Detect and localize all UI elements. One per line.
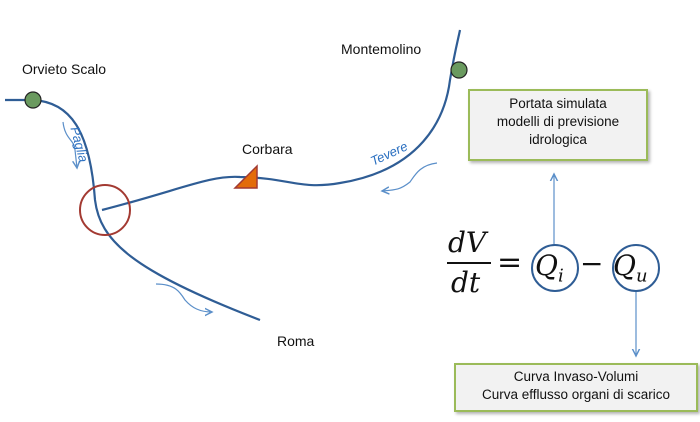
inflow-box-line: Portata simulata (509, 96, 607, 111)
tevere-flow-arrow-icon (382, 162, 438, 191)
outflow-subscript: u (635, 265, 648, 287)
roma-label: Roma (277, 333, 315, 349)
outflow-info-box: Curva Invaso-Volumi Curva efflusso organ… (454, 363, 698, 412)
inflow-circle (531, 244, 579, 292)
outflow-box-line: Curva Invaso-Volumi (513, 369, 639, 384)
inflow-box-line: idrologica (529, 132, 587, 147)
inflow-subscript: i (557, 265, 564, 287)
orvieto-station-icon (24, 91, 42, 109)
inflow-box-line: modelli di previsione (496, 114, 620, 129)
equation-inflow: Qi (535, 249, 564, 287)
orvieto-scalo-label: Orvieto Scalo (22, 61, 107, 77)
corbara-dam-icon (233, 164, 258, 189)
outflow-symbol: Q (613, 249, 636, 282)
equation-equals: = (497, 245, 523, 280)
equation-outflow: Qu (613, 249, 648, 287)
montemolino-station-icon (450, 61, 468, 79)
paglia-flow-arrow-icon (62, 121, 77, 168)
corbara-label: Corbara (242, 141, 293, 157)
outflow-circle (612, 244, 660, 292)
equation-numerator: dV (448, 226, 487, 259)
roma-flow-arrow-icon (155, 283, 212, 312)
inflow-symbol: Q (535, 249, 558, 282)
tevere-river (101, 29, 462, 212)
montemolino-label: Montemolino (341, 41, 422, 57)
inflow-info-box: Portata simulata modelli di previsione i… (468, 89, 648, 161)
paglia-river (5, 98, 261, 322)
confluence-circle (79, 184, 131, 236)
equation-minus: − (580, 247, 604, 280)
outflow-box-line: Curva efflusso organi di scarico (481, 387, 671, 402)
equation-denominator: dt (451, 266, 481, 299)
